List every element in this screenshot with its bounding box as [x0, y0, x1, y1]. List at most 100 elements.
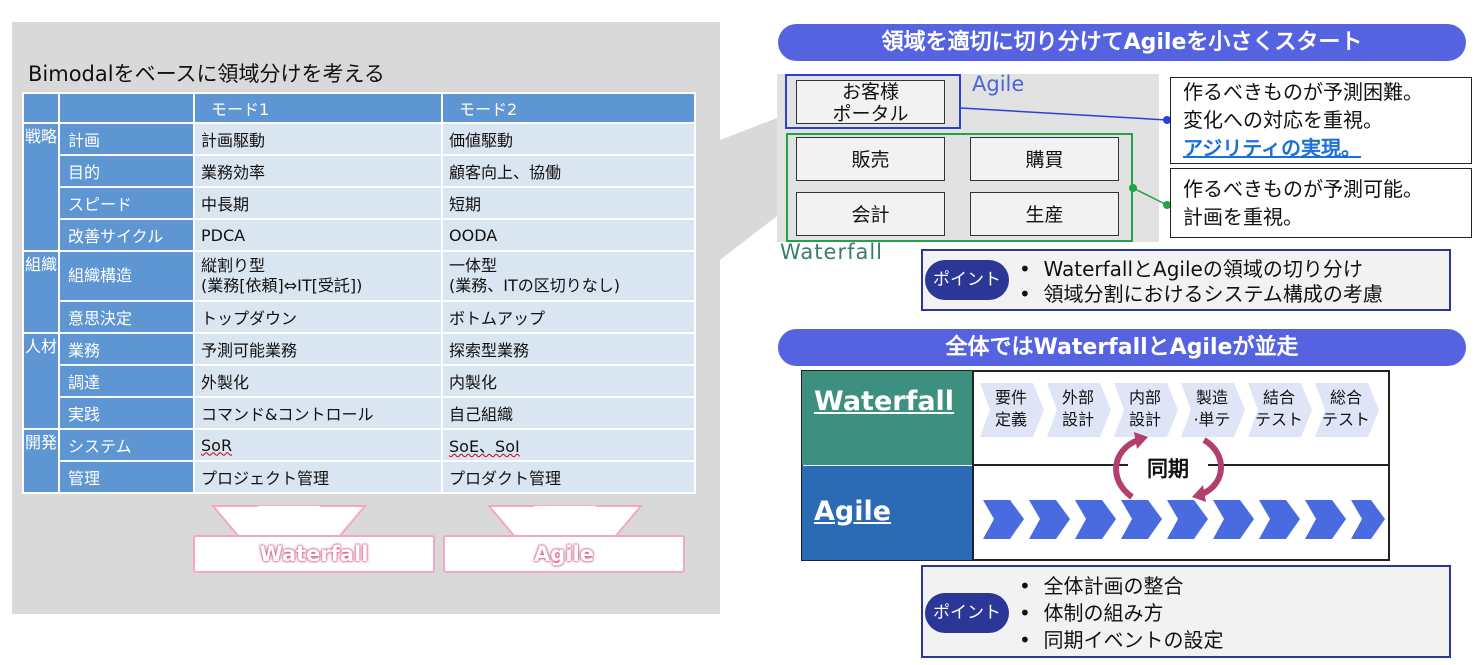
table-row: スピード 中長期 短期: [23, 186, 696, 220]
agile-domain-label: Agile: [972, 72, 1025, 96]
point-item: • 領域分割におけるシステム構成の考慮: [1019, 282, 1383, 306]
row-mode1: 中長期: [193, 186, 443, 220]
parallel-banner: 全体ではWaterfallとAgileが並走: [778, 329, 1466, 366]
phase-build-unit-test: 製造·単テ: [1193, 388, 1231, 429]
agile-lane-label: Agile: [802, 466, 974, 560]
header-mode1: モード1: [193, 92, 443, 124]
row-item: 調達: [58, 364, 195, 398]
phase-requirements: 要件定義: [994, 388, 1027, 429]
table-row: 開発 システム SoR SoE、SoI: [22, 428, 696, 494]
row-mode1: 予測可能業務: [193, 332, 443, 366]
waterfall-note-box: 作るべきものが予測可能。 計画を重視。: [1170, 168, 1472, 238]
top-banner: 領域を適切に切り分けてAgileを小さくスタート: [778, 24, 1466, 61]
header-empty-1: [22, 92, 60, 124]
point-list: • 全体計画の整合 • 体制の組み方 • 同期イベントの設定: [1019, 573, 1224, 654]
row-mode2: 自己組織: [441, 396, 696, 430]
row-mode2: 価値駆動: [441, 122, 696, 156]
table-row: 調達 外製化 内製化: [23, 364, 696, 398]
sor-text: SoR: [201, 435, 233, 455]
row-mode2: 探索型業務: [441, 332, 696, 366]
agile-note-line1: 作るべきものが予測困難。: [1183, 80, 1423, 104]
row-mode2-main: 一体型: [449, 256, 498, 275]
point-item: • 体制の組み方: [1019, 601, 1164, 625]
row-item: 計画: [58, 122, 195, 156]
row-mode1: コマンド&コントロール: [193, 396, 443, 430]
row-mode2: 顧客向上、協働: [441, 154, 696, 188]
category-strategy: 戦略: [22, 122, 60, 252]
point-box-top: ポイント • WaterfallとAgileの領域の切り分け • 領域分割におけ…: [921, 249, 1451, 311]
phase-internal-design: 内部設計: [1128, 388, 1161, 429]
table-row: 管理 プロジェクト管理 プロダクト管理: [23, 460, 696, 494]
row-mode1: 業務効率: [193, 154, 443, 188]
row-mode2: プロダクト管理: [441, 460, 696, 494]
agile-note-box: 作るべきものが予測困難。 変化への対応を重視。 アジリティの実現。: [1170, 77, 1472, 164]
agile-domain-frame: [785, 74, 961, 129]
phase-external-design: 外部設計: [1061, 388, 1094, 429]
waterfall-result-box: Waterfall: [193, 535, 435, 573]
row-item: 組織構造: [58, 250, 195, 302]
production-system-box: 生産: [970, 192, 1119, 236]
soe-soi-text: SoE、SoI: [449, 437, 520, 456]
category-development: 開発: [22, 428, 60, 494]
bimodal-comparison-table: モード1 モード2 戦略 計画 計画駆動 価値駆動 目的 業務効率 顧客向上、協…: [22, 92, 696, 494]
sales-system-box: 販売: [796, 137, 945, 181]
purchase-system-box: 購買: [970, 137, 1119, 181]
point-badge: ポイント: [925, 260, 1009, 300]
table-header-row: モード1 モード2: [22, 92, 696, 124]
row-mode2: 短期: [441, 186, 696, 220]
portal-system-box: お客様 ポータル: [796, 80, 945, 125]
point-item: • WaterfallとAgileの領域の切り分け: [1019, 257, 1363, 281]
bimodal-title: Bimodalをベースに領域分けを考える: [28, 62, 385, 86]
row-mode2: OODA: [441, 218, 696, 252]
row-item: 改善サイクル: [58, 218, 195, 252]
row-mode1-main: 縦割り型: [201, 256, 266, 275]
row-item: 意思決定: [58, 300, 195, 334]
row-mode1: 外製化: [193, 364, 443, 398]
label-divider: [972, 371, 974, 560]
point-badge: ポイント: [925, 593, 1009, 633]
row-mode1: SoR: [193, 428, 443, 462]
row-item: 目的: [58, 154, 195, 188]
row-item: スピード: [58, 186, 195, 220]
table-row: 目的 業務効率 顧客向上、協働: [23, 154, 696, 188]
waterfall-lane-label: Waterfall: [802, 371, 972, 465]
row-mode1: プロジェクト管理: [193, 460, 443, 494]
row-mode1-sub: (業務[依頼]⇔IT[受託]): [201, 276, 363, 295]
accounting-system-box: 会計: [796, 192, 945, 236]
agility-link[interactable]: アジリティの実現。: [1183, 136, 1361, 160]
row-mode1: PDCA: [193, 218, 443, 252]
row-mode2-sub: (業務、ITの区切りなし): [449, 276, 620, 295]
row-mode2: 一体型(業務、ITの区切りなし): [441, 250, 696, 302]
row-mode1: 計画駆動: [193, 122, 443, 156]
agile-note-line2: 変化への対応を重視。: [1183, 108, 1383, 132]
row-item: 業務: [58, 332, 195, 366]
row-mode1: トップダウン: [193, 300, 443, 334]
table-row: 戦略 計画 計画駆動 価値駆動: [22, 122, 696, 252]
category-talent: 人材: [22, 332, 60, 430]
row-item: 管理: [58, 460, 195, 494]
row-item: 実践: [58, 396, 195, 430]
row-mode1: 縦割り型(業務[依頼]⇔IT[受託]): [193, 250, 443, 302]
row-item: システム: [58, 428, 195, 462]
sync-label: 同期: [1128, 457, 1208, 481]
waterfall-note-line2: 計画を重視。: [1183, 205, 1303, 229]
table-row: 組織 組織構造 縦割り型(業務[依頼]⇔IT[受託]) 一体型(業務、ITの区切…: [22, 250, 696, 334]
portal-line2: ポータル: [832, 103, 909, 125]
waterfall-domain-frame: [786, 133, 1133, 242]
header-empty-2: [58, 92, 195, 124]
table-row: 意思決定 トップダウン ボトムアップ: [23, 300, 696, 334]
portal-line1: お客様: [841, 81, 899, 103]
row-mode2: SoE、SoI: [441, 428, 696, 462]
point-list: • WaterfallとAgileの領域の切り分け • 領域分割におけるシステム…: [1019, 257, 1383, 307]
waterfall-domain-label: Waterfall: [780, 240, 884, 264]
header-mode2: モード2: [441, 92, 696, 124]
row-mode2: 内製化: [441, 364, 696, 398]
point-box-bottom: ポイント • 全体計画の整合 • 体制の組み方 • 同期イベントの設定: [921, 565, 1451, 658]
agile-result-box: Agile: [443, 535, 685, 573]
point-item: • 同期イベントの設定: [1019, 628, 1224, 652]
table-row: 改善サイクル PDCA OODA: [23, 218, 696, 252]
phase-integration-test: 結合テスト: [1254, 388, 1303, 429]
category-organization: 組織: [22, 250, 60, 334]
phase-system-test: 総合テスト: [1321, 388, 1370, 429]
point-item: • 全体計画の整合: [1019, 574, 1184, 598]
